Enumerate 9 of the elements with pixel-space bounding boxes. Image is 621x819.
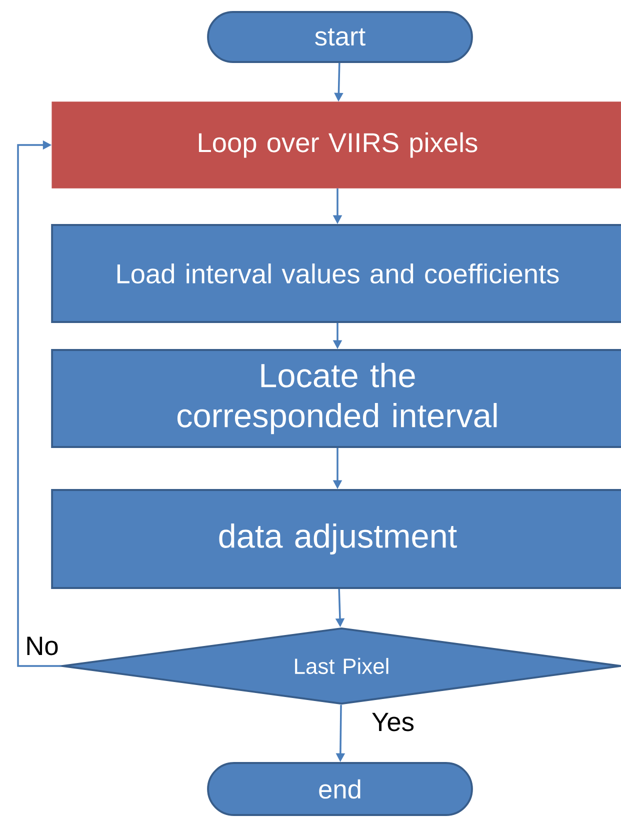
process-box: Load interval values and coefficients xyxy=(51,224,621,323)
edge-label: No xyxy=(27,636,58,656)
terminal-pill: end xyxy=(207,762,473,816)
process-box: Locate the corresponded interval xyxy=(51,349,621,448)
process-box: Loop over VIIRS pixels xyxy=(52,102,621,188)
terminal-pill: start xyxy=(207,11,473,63)
arrow xyxy=(17,140,62,667)
process-box: data adjustment xyxy=(51,489,621,589)
edge-label: Yes xyxy=(372,712,414,732)
